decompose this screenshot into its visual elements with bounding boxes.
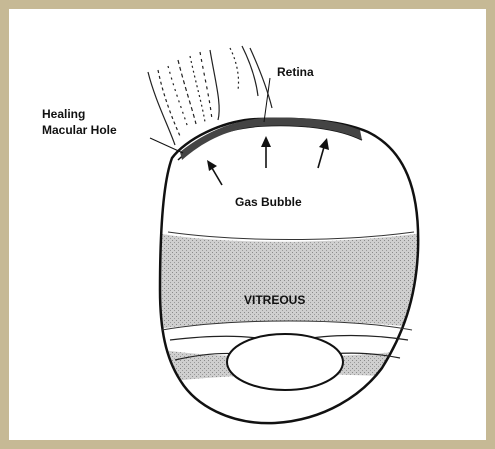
retina-layer [180,118,362,161]
label-vitreous: VITREOUS [244,293,305,307]
arrow-up-right-icon [318,138,329,168]
label-gas-bubble: Gas Bubble [235,195,302,209]
arrow-up-icon [261,136,271,168]
arrow-up-left-icon [207,160,222,185]
label-macular-hole-line1: Healing [42,107,85,121]
eye-globe [150,118,430,424]
macular-hole-pointer [150,138,183,153]
gas-pressure-arrows [207,136,329,185]
label-retina: Retina [277,65,314,79]
vitreous-region [150,232,430,330]
lens [227,334,343,390]
label-macular-hole-line2: Macular Hole [42,123,117,137]
